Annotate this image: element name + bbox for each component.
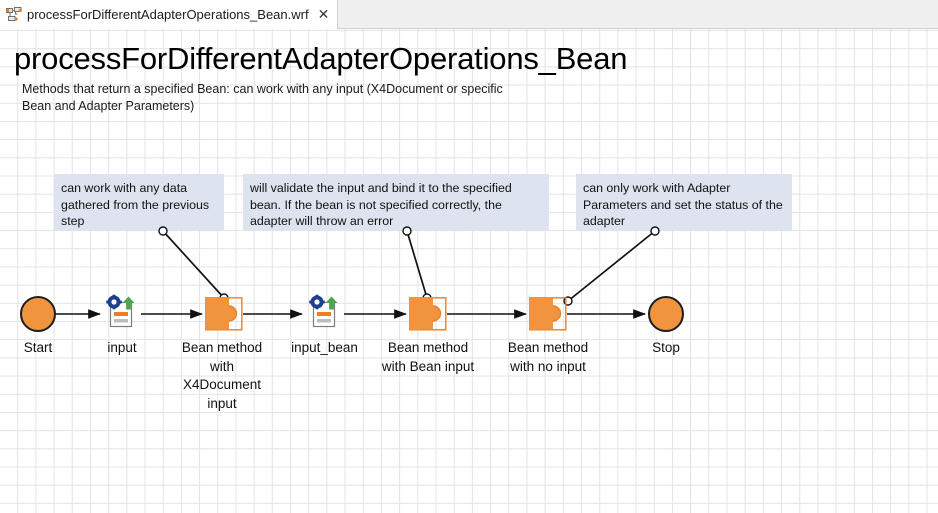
leader-note-adapter-params bbox=[567, 230, 656, 302]
tab-bar: processForDifferentAdapterOperations_Bea… bbox=[0, 0, 938, 29]
leader-note-any-data bbox=[162, 230, 225, 299]
diagram-canvas[interactable]: processForDifferentAdapterOperations_Bea… bbox=[0, 29, 938, 513]
gear-icon bbox=[309, 294, 325, 310]
tab-title: processForDifferentAdapterOperations_Bea… bbox=[27, 7, 309, 22]
node-input-bean[interactable] bbox=[306, 294, 342, 330]
close-icon[interactable]: ✕ bbox=[317, 6, 330, 23]
node-bean-method-no-input-label: Bean method with no input bbox=[507, 340, 589, 374]
node-stop[interactable] bbox=[648, 296, 684, 332]
node-start[interactable] bbox=[20, 296, 56, 332]
gear-icon bbox=[106, 294, 122, 310]
node-input-label: input bbox=[107, 340, 137, 355]
node-bean-method-x4document-label: Bean method with X4Document input bbox=[181, 340, 263, 411]
workflow-diagram-icon bbox=[6, 7, 22, 22]
note-any-data[interactable]: can work with any data gathered from the… bbox=[54, 174, 224, 231]
node-bean-method-bean-input[interactable] bbox=[409, 297, 447, 331]
node-stop-label: Stop bbox=[652, 340, 680, 355]
node-start-label: Start bbox=[23, 340, 53, 355]
editor-tab-processForDifferentAdapterOperations[interactable]: processForDifferentAdapterOperations_Bea… bbox=[0, 0, 339, 29]
node-bean-method-bean-input-label: Bean method with Bean input bbox=[381, 340, 475, 374]
leader-note-validate bbox=[406, 230, 428, 299]
page-subtitle: Methods that return a specified Bean: ca… bbox=[22, 82, 503, 113]
note-adapter-params[interactable]: can only work with Adapter Parameters an… bbox=[576, 174, 792, 231]
page-title: processForDifferentAdapterOperations_Bea… bbox=[14, 41, 628, 76]
node-bean-method-no-input[interactable] bbox=[529, 297, 567, 331]
up-arrow-icon bbox=[325, 296, 338, 310]
node-input-bean-label: input_bean bbox=[291, 340, 358, 355]
note-validate[interactable]: will validate the input and bind it to t… bbox=[243, 174, 549, 231]
up-arrow-icon bbox=[122, 296, 135, 310]
node-bean-method-x4document[interactable] bbox=[205, 297, 243, 331]
node-input[interactable] bbox=[103, 294, 139, 330]
